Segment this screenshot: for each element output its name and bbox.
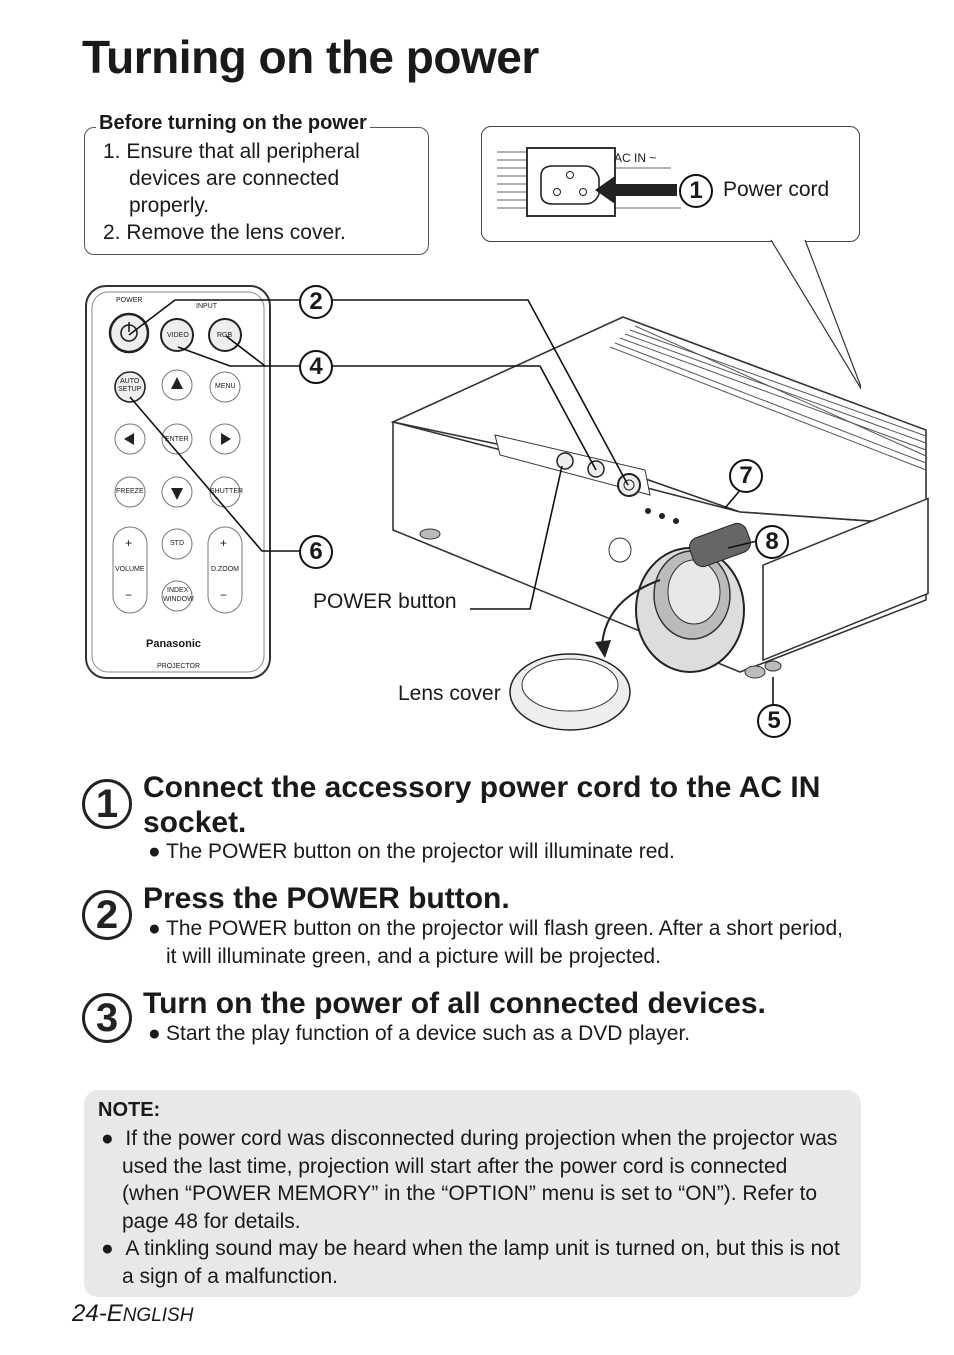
step-3-number: 3	[82, 993, 132, 1043]
callout-2: 2	[299, 285, 333, 319]
remote-vol-plus: +	[125, 536, 133, 550]
callout-1: 1	[679, 174, 713, 208]
lens-cover-label: Lens cover	[398, 682, 501, 705]
remote-index-label: INDEX	[167, 587, 189, 594]
step-1-number: 1	[82, 779, 132, 829]
remote-setup-label: SETUP	[118, 386, 142, 393]
remote-rgb-label: RGB	[217, 332, 233, 339]
remote-video-label: VIDEO	[167, 332, 189, 339]
remote-window-label: WINDOW	[163, 596, 194, 603]
step-1-bullet: ●The POWER button on the projector will …	[148, 840, 675, 863]
note-box	[84, 1090, 861, 1297]
before-box-heading: Before turning on the power	[96, 112, 370, 135]
step-2-heading: Press the POWER button.	[143, 882, 510, 915]
remote-vol-minus: −	[125, 588, 133, 602]
remote-zoom-minus: −	[220, 588, 228, 602]
before-box-list: 1. Ensure that all peripheral devices ar…	[103, 138, 413, 246]
step-3-heading: Turn on the power of all connected devic…	[143, 987, 766, 1020]
step-1-heading: Connect the accessory power cord to the …	[143, 771, 821, 839]
callout-7: 7	[729, 459, 763, 493]
remote-power-label: POWER	[116, 297, 143, 304]
leader-lines	[128, 299, 774, 705]
remote-zoom-plus: +	[220, 536, 228, 550]
projector-illustration	[390, 316, 929, 731]
step-2-bullet: ●The POWER button on the projector will …	[148, 917, 844, 968]
remote-input-label: INPUT	[196, 303, 217, 310]
remote-shutter-label: SHUTTER	[210, 488, 244, 495]
remote-brand: Panasonic	[146, 638, 202, 650]
note-item: ● A tinkling sound may be heard when the…	[101, 1237, 840, 1288]
remote-dzoom-label: D.ZOOM	[211, 566, 239, 573]
ac-in-illustration	[497, 147, 861, 390]
note-item: ● If the power cord was disconnected dur…	[101, 1127, 838, 1233]
remote-control	[85, 285, 271, 679]
remote-enter-label: ENTER	[165, 436, 189, 443]
page-number: 24-ENGLISH	[72, 1300, 194, 1327]
page-title: Turning on the power	[82, 31, 539, 83]
callout-6: 6	[299, 535, 333, 569]
power-button-label: POWER button	[313, 590, 457, 613]
step-2-number: 2	[82, 890, 132, 940]
remote-model: PROJECTOR	[157, 663, 201, 670]
remote-freeze-label: FREEZE	[116, 488, 144, 495]
ac-in-label: AC IN ~	[614, 151, 657, 165]
remote-std-label: STD	[170, 540, 184, 547]
power-cord-label: Power cord	[723, 178, 830, 201]
callout-5: 5	[757, 704, 791, 738]
before-item: 1. Ensure that all peripheral devices ar…	[103, 140, 360, 217]
remote-menu-label: MENU	[215, 383, 236, 390]
before-item: 2. Remove the lens cover.	[103, 221, 346, 244]
callout-4: 4	[299, 350, 333, 384]
remote-auto-label: AUTO	[120, 378, 140, 385]
step-3-bullet: ●Start the play function of a device suc…	[148, 1022, 691, 1045]
remote-volume-label: VOLUME	[115, 566, 145, 573]
callout-8: 8	[755, 525, 789, 559]
note-heading: NOTE:	[98, 1099, 161, 1121]
